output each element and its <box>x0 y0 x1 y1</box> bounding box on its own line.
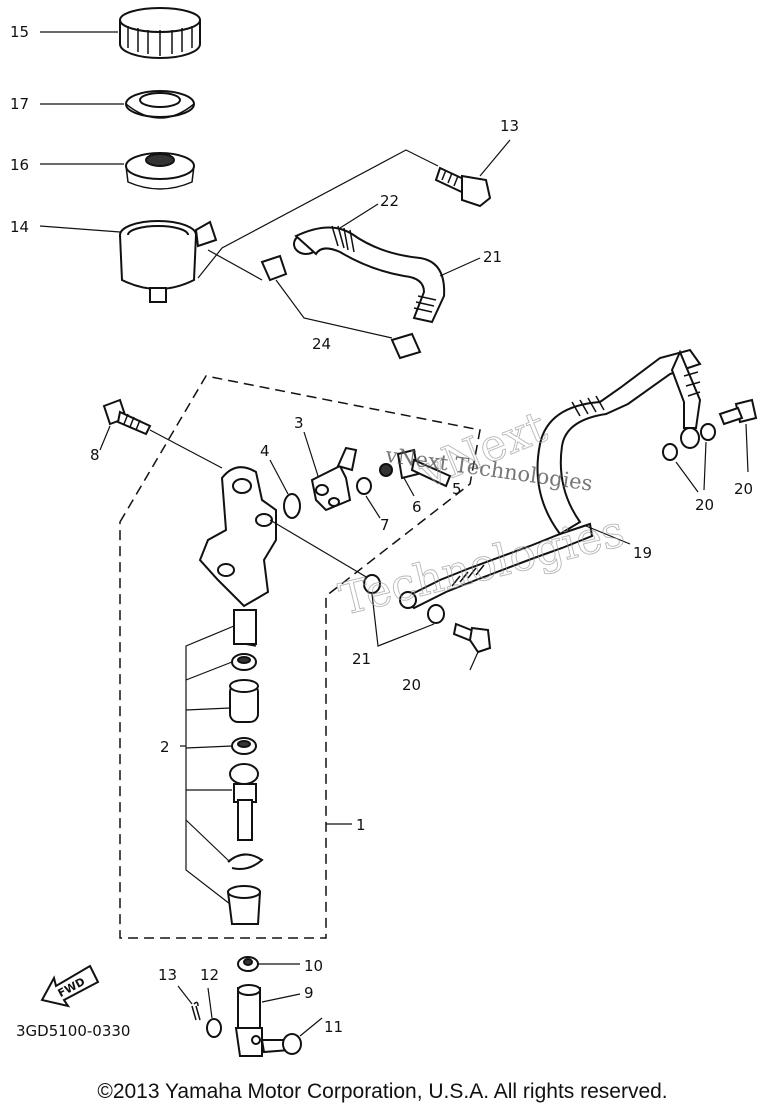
callout-14: 14 <box>10 218 29 236</box>
callout-21-upper: 20 <box>695 496 714 514</box>
washer-part <box>356 477 372 495</box>
callout-4: 4 <box>260 442 270 460</box>
callout-11: 11 <box>324 1018 343 1036</box>
reservoir-tank-part <box>119 220 218 303</box>
copyright-footer: ©2013 Yamaha Motor Corporation, U.S.A. A… <box>97 1080 668 1103</box>
callout-15: 13 <box>500 117 519 135</box>
assembly-outline <box>119 375 481 939</box>
union-bolt-upper-part <box>718 398 758 426</box>
callout-23: 22 <box>380 192 399 210</box>
bolt-part <box>434 166 492 208</box>
callout-1: 1 <box>356 816 366 834</box>
parts-diagram: 15 17 16 14 13 22 21 <box>10 7 758 1057</box>
callout-10: 10 <box>304 957 323 975</box>
mounting-bolt-part <box>102 398 152 436</box>
lock-nut-part <box>237 956 259 972</box>
copper-washer-lower-part <box>363 574 381 594</box>
callout-20-lower: 20 <box>402 676 421 694</box>
copper-washer-upper2-part <box>700 423 716 441</box>
plain-washer-part <box>206 1018 222 1038</box>
callout-17: 16 <box>10 156 29 174</box>
callout-21-lower: 21 <box>352 650 371 668</box>
callout-24: 24 <box>312 335 331 353</box>
clevis-part <box>234 984 263 1057</box>
callout-13: 13 <box>158 966 177 984</box>
callout-2: 2 <box>160 738 170 756</box>
callout-16: 15 <box>10 23 29 41</box>
reservoir-hose-part <box>293 225 446 324</box>
piston-kit-part <box>226 609 264 925</box>
union-bolt-lower-part <box>452 622 492 654</box>
callout-20-upper: 20 <box>734 480 753 498</box>
callout-9: 9 <box>304 984 314 1002</box>
callout-8: 8 <box>90 446 100 464</box>
hose-joint-part <box>310 446 358 512</box>
diaphragm-part <box>125 90 195 119</box>
callout-7: 7 <box>380 516 390 534</box>
diagram-code: 3GD5100-0330 <box>16 1022 130 1040</box>
callout-22: 21 <box>483 248 502 266</box>
cotter-pin-part <box>191 1001 201 1021</box>
hose-clip-part <box>260 254 422 360</box>
reservoir-cap-part <box>119 7 201 59</box>
copper-washer-lower2-part <box>427 604 445 624</box>
callout-3: 3 <box>294 414 304 432</box>
brake-hose-part <box>399 348 702 610</box>
forward-arrow-icon: FWD <box>40 964 100 1008</box>
callout-19: 19 <box>633 544 652 562</box>
union-bolt-part <box>379 448 452 488</box>
watermark: vNext vNext Technologies Technologies <box>334 401 630 626</box>
clevis-pin-part <box>260 1033 302 1055</box>
diaphragm-holder-part <box>125 152 195 190</box>
callout-12: 12 <box>200 966 219 984</box>
callout-18: 17 <box>10 95 29 113</box>
master-cylinder-body-part <box>198 466 277 608</box>
callout-5: 5 <box>452 480 462 498</box>
watermark-bottom: Technologies <box>334 506 629 626</box>
o-ring-part <box>283 493 301 519</box>
callout-6: 6 <box>412 498 422 516</box>
copper-washer-upper-part <box>662 443 678 461</box>
